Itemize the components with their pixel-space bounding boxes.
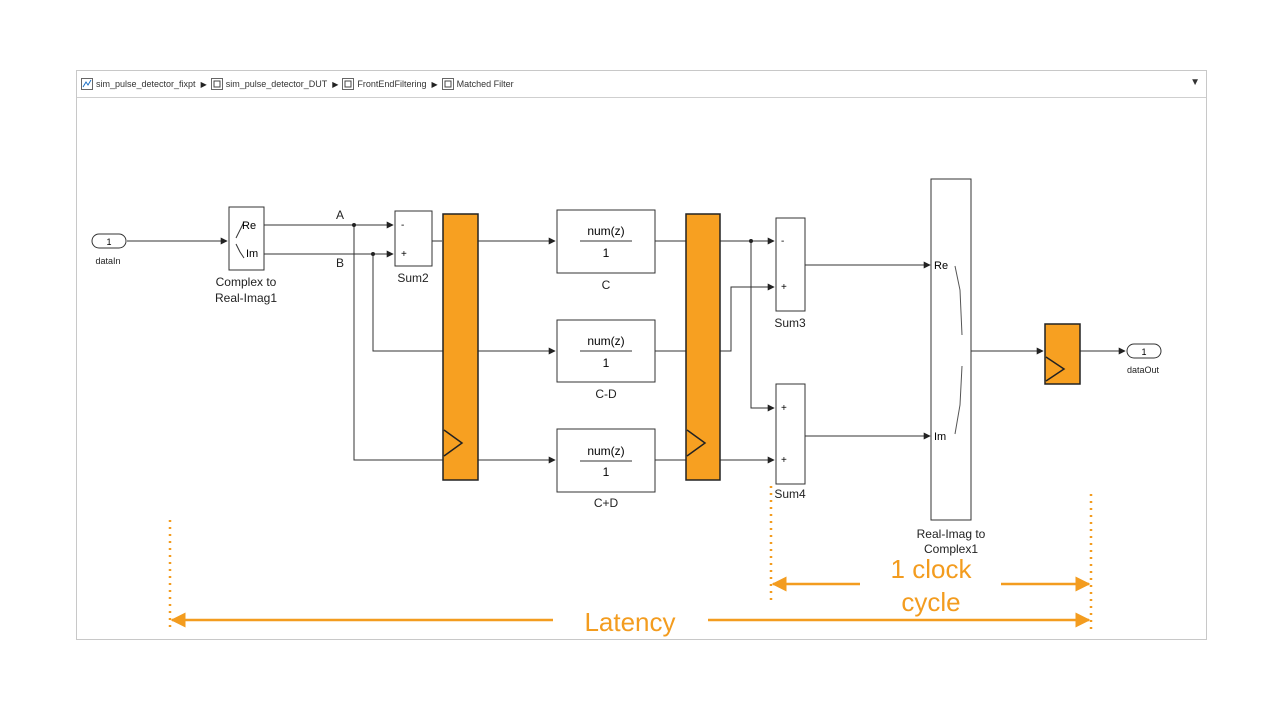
signal-lines (127, 221, 1126, 464)
breadcrumb-separator-icon: ▶ (431, 79, 438, 89)
port-re-label: Re (242, 220, 256, 232)
breadcrumb-separator-icon: ▶ (200, 79, 207, 89)
signal-label-a: A (336, 208, 344, 222)
filter-c-den: 1 (603, 246, 610, 260)
filter-cpd-label: C+D (594, 496, 619, 510)
outport-number: 1 (1141, 347, 1146, 357)
outport-label: dataOut (1127, 365, 1160, 375)
filter-c-num: num(z) (587, 224, 624, 238)
port-im-label: Im (246, 248, 258, 260)
model-editor-window: sim_pulse_detector_fixpt ▶ sim_pulse_det… (76, 70, 1207, 640)
sum4-label: Sum4 (774, 487, 806, 501)
complex-to-real-imag-block[interactable]: Re Im Complex to Real-Imag1 (215, 206, 277, 305)
outport-dataout[interactable]: 1 dataOut (1126, 343, 1162, 375)
pipeline-register-1[interactable] (442, 213, 479, 481)
filter-c-block[interactable]: num(z) 1 C (556, 209, 656, 292)
sum4-sign1: + (781, 403, 787, 414)
breadcrumb-separator-icon: ▶ (332, 79, 339, 89)
sum2-label: Sum2 (397, 271, 429, 285)
filter-c-label: C (602, 278, 611, 292)
branch-points (352, 223, 753, 256)
pipeline-register-3[interactable] (1044, 323, 1081, 385)
sum4-block[interactable]: + + Sum4 (774, 383, 806, 501)
port-im-label: Im (934, 431, 946, 443)
breadcrumb-label: sim_pulse_detector_fixpt (96, 79, 196, 89)
sum3-sign2: + (781, 282, 787, 293)
sum3-sign1: - (781, 236, 784, 247)
sum3-label: Sum3 (774, 316, 806, 330)
block-name-line1: Complex to (216, 275, 277, 289)
inport-datain[interactable]: 1 dataIn (91, 233, 127, 266)
filter-cd-num: num(z) (587, 334, 624, 348)
filter-cd-label: C-D (595, 387, 617, 401)
sum3-block[interactable]: - + Sum3 (774, 217, 806, 330)
block-name-line1: Real-Imag to (917, 527, 986, 541)
filter-c-plus-d-block[interactable]: num(z) 1 C+D (556, 428, 656, 510)
clock-cycle-annotation: 1 clock cycle (769, 486, 1091, 617)
filter-cpd-den: 1 (603, 465, 610, 479)
latency-label: Latency (584, 607, 675, 637)
clock-label-line1: 1 clock (891, 554, 973, 584)
sum4-sign2: + (781, 455, 787, 466)
breadcrumb-label: Matched Filter (456, 79, 514, 89)
signal-label-b: B (336, 256, 344, 270)
breadcrumb-item-sim-pulse-detector-dut[interactable]: sim_pulse_detector_DUT (210, 78, 328, 90)
filter-c-minus-d-block[interactable]: num(z) 1 C-D (556, 319, 656, 401)
breadcrumb-label: FrontEndFiltering (357, 79, 427, 89)
sum2-sign2: + (401, 249, 407, 260)
sum2-block[interactable]: - + Sum2 (394, 210, 433, 285)
filter-cpd-num: num(z) (587, 444, 624, 458)
latency-annotation: Latency (168, 494, 1093, 637)
port-re-label: Re (934, 260, 948, 272)
breadcrumb-item-frontendfiltering[interactable]: FrontEndFiltering (342, 78, 426, 90)
block-name-line2: Complex1 (924, 542, 978, 556)
filter-cd-den: 1 (603, 356, 610, 370)
inport-label: dataIn (95, 256, 120, 266)
breadcrumb-item-matched-filter[interactable]: Matched Filter (441, 78, 514, 90)
clock-label-line2: cycle (901, 587, 960, 617)
pipeline-register-2[interactable] (685, 213, 721, 481)
subsystem-icon (210, 78, 223, 90)
sum2-sign1: - (401, 220, 404, 231)
model-icon (81, 78, 93, 90)
breadcrumb-item-sim-pulse-detector-fixpt[interactable]: sim_pulse_detector_fixpt (81, 78, 196, 90)
block-name-line2: Real-Imag1 (215, 291, 277, 305)
real-imag-to-complex-block[interactable]: Re Im Real-Imag to Complex1 (917, 178, 986, 556)
breadcrumb-menu-chevron-down-icon[interactable]: ▼ (1190, 77, 1200, 88)
subsystem-icon (441, 78, 454, 90)
subsystem-icon (342, 78, 355, 90)
breadcrumb: sim_pulse_detector_fixpt ▶ sim_pulse_det… (77, 71, 1206, 98)
breadcrumb-label: sim_pulse_detector_DUT (225, 79, 328, 89)
inport-number: 1 (106, 237, 111, 247)
